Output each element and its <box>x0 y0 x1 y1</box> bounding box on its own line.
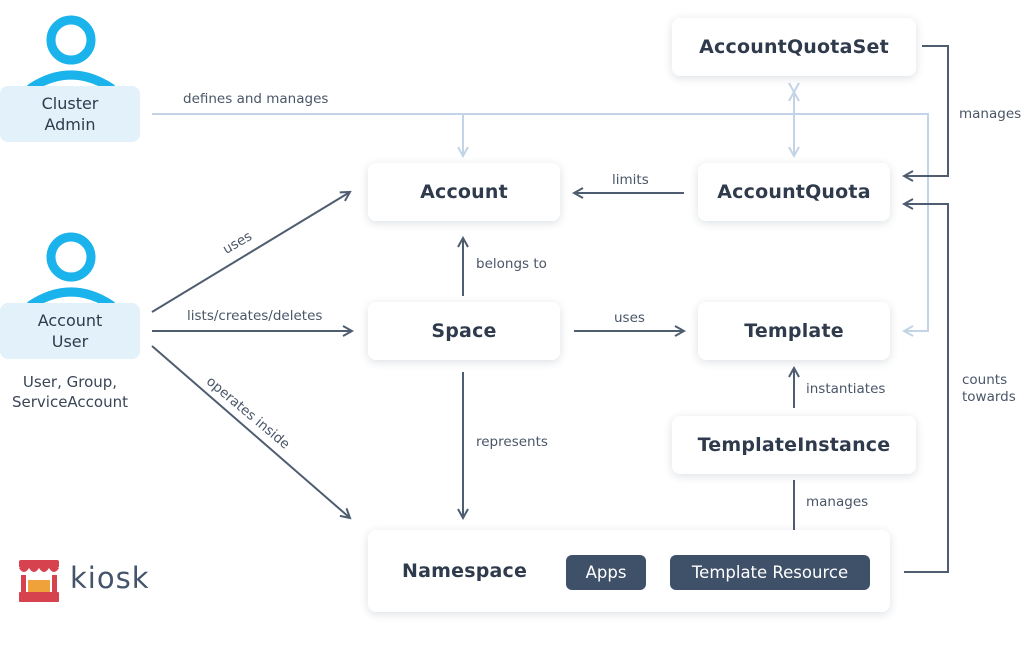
edge-counts-towards <box>904 204 949 573</box>
edge-operates-inside <box>151 345 350 518</box>
label-instantiates: instantiates <box>806 381 886 397</box>
namespace-label: Namespace <box>402 560 528 582</box>
account-label: Account <box>420 181 508 203</box>
edge-manages-quota <box>904 45 949 176</box>
label-belongs-to: belongs to <box>476 256 547 272</box>
space-label: Space <box>431 320 497 342</box>
account-user-icon <box>26 232 116 307</box>
label-defines-and-manages: defines and manages <box>183 91 329 107</box>
edge-defines-and-manages <box>152 113 929 331</box>
template-resource-pill[interactable]: Template Resource <box>670 555 870 590</box>
account-user-label: Account User <box>37 311 103 351</box>
node-account-quota[interactable]: AccountQuota <box>698 163 890 221</box>
actor-account-user[interactable]: Account User <box>0 303 140 359</box>
template-resource-label: Template Resource <box>691 563 849 582</box>
label-manages-quota: manages <box>959 106 1022 122</box>
node-space[interactable]: Space <box>368 302 560 360</box>
actor-cluster-admin[interactable]: Cluster Admin <box>0 86 140 142</box>
label-uses-template: uses <box>614 310 645 326</box>
apps-pill[interactable]: Apps <box>566 555 646 590</box>
label-counts-towards: counts towards <box>962 372 1016 405</box>
account-quota-label: AccountQuota <box>717 181 871 203</box>
node-account[interactable]: Account <box>368 163 560 221</box>
apps-label: Apps <box>585 563 627 582</box>
kiosk-logo-text: kiosk <box>70 561 150 595</box>
template-label: Template <box>744 320 844 342</box>
template-instance-label: TemplateInstance <box>697 434 891 456</box>
cluster-admin-label: Cluster Admin <box>41 94 99 134</box>
node-template[interactable]: Template <box>698 302 890 360</box>
label-limits: limits <box>612 172 649 188</box>
label-lists-creates-deletes: lists/creates/deletes <box>187 308 323 324</box>
node-template-instance[interactable]: TemplateInstance <box>672 416 916 474</box>
node-account-quota-set[interactable]: AccountQuotaSet <box>672 18 916 76</box>
kiosk-stand-icon <box>19 560 59 602</box>
account-quota-set-label: AccountQuotaSet <box>699 36 889 58</box>
label-manages-resources: manages <box>806 494 869 510</box>
label-represents: represents <box>476 434 548 450</box>
account-user-caption: User, Group, ServiceAccount <box>11 373 128 411</box>
edge-uses-account <box>151 192 350 313</box>
cluster-admin-user-icon <box>26 15 116 90</box>
